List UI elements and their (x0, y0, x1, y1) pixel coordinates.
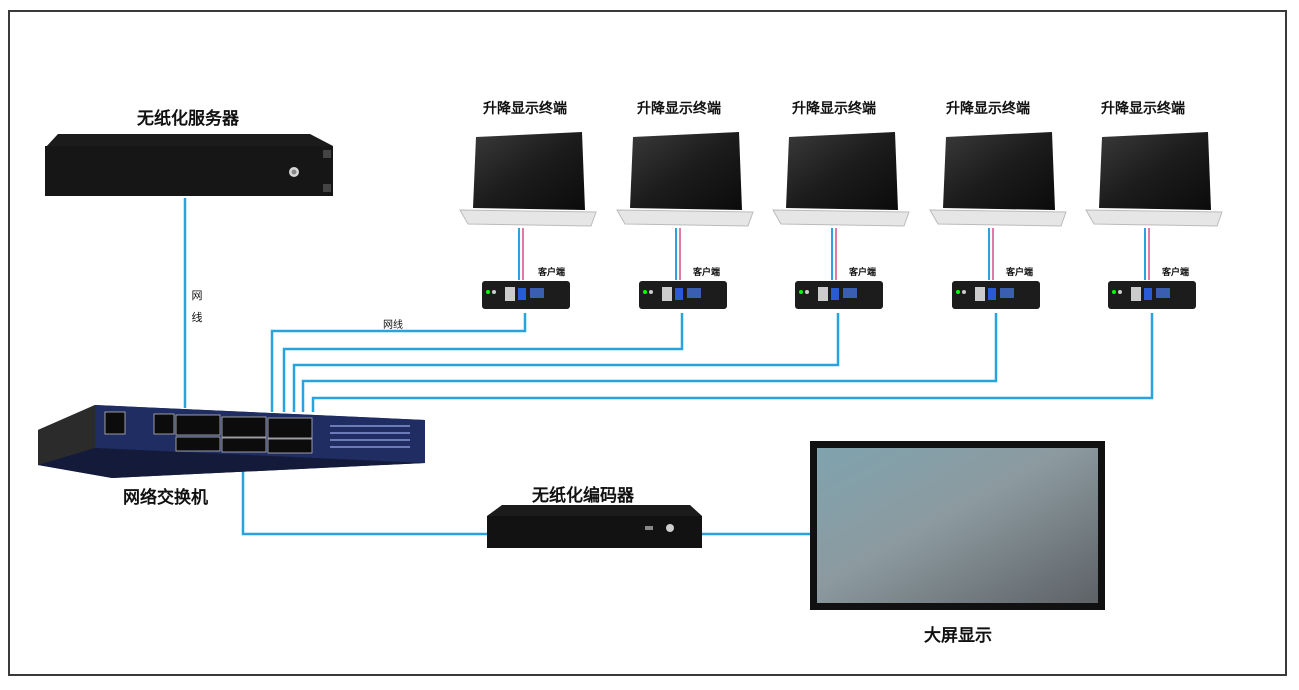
terminal-title-5: 升降显示终端 (1101, 101, 1185, 117)
terminal-monitors (459, 132, 1223, 227)
terminal-monitor-1 (459, 132, 597, 227)
terminal-title-1: 升降显示终端 (483, 101, 567, 117)
client-box-5 (1108, 281, 1196, 309)
encoder-device (487, 505, 702, 548)
client-label-2: 客户端 (693, 268, 721, 278)
client-label-1: 客户端 (538, 268, 566, 278)
terminal-monitor-5 (1085, 132, 1223, 227)
cable-client-1 (270, 313, 527, 412)
cable-client-5 (311, 313, 1154, 412)
cable-client-2 (282, 313, 684, 412)
server-label: 无纸化服务器 (137, 109, 239, 129)
client-boxes (482, 281, 1196, 309)
switch-ports (104, 411, 313, 454)
client-box-1 (482, 281, 570, 309)
client-label-3: 客户端 (849, 268, 877, 278)
encoder-label: 无纸化编码器 (532, 486, 634, 506)
big-screen-device (810, 441, 1105, 610)
cable-label-horizontal: 网线 (383, 320, 403, 331)
cable-switch-encoder (241, 452, 487, 536)
switch-device (38, 405, 425, 478)
terminal-client-cables (518, 228, 1150, 280)
terminal-title-2: 升降显示终端 (637, 101, 721, 117)
big-screen-label: 大屏显示 (924, 626, 992, 646)
client-box-2 (639, 281, 727, 309)
cable-label-vertical: 网 线 (191, 289, 203, 324)
terminal-title-3: 升降显示终端 (792, 101, 876, 117)
cable-client-4 (301, 313, 998, 412)
terminal-monitor-2 (616, 132, 754, 227)
client-label-5: 客户端 (1162, 268, 1190, 278)
cable-client-3 (292, 313, 840, 412)
server-device (45, 134, 333, 196)
terminal-monitor-4 (929, 132, 1067, 227)
switch-label: 网络交换机 (123, 488, 208, 508)
client-box-4 (952, 281, 1040, 309)
cables (183, 198, 1154, 536)
diagram-frame (8, 10, 1287, 676)
terminal-monitor-3 (772, 132, 910, 227)
encoder-power-icon (666, 524, 674, 532)
client-label-4: 客户端 (1006, 268, 1034, 278)
terminal-title-4: 升降显示终端 (946, 101, 1030, 117)
client-box-3 (795, 281, 883, 309)
